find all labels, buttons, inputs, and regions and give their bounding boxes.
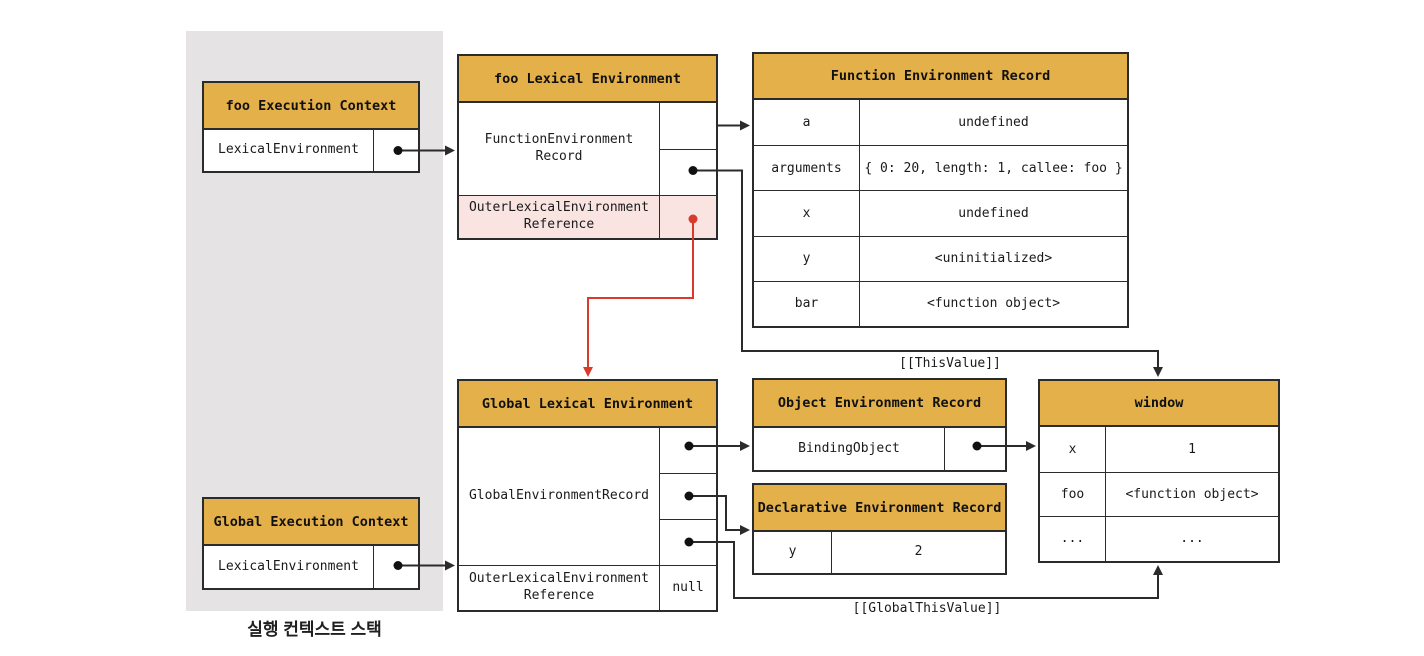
gle-outer-reference-line1: OuterLexicalEnvironment: [468, 571, 649, 587]
binding-object-cell: BindingObject: [754, 428, 944, 470]
foo-le-pointer-cell-2: [659, 149, 716, 195]
global-environment-record-label-cell: GlobalEnvironmentRecord: [459, 428, 659, 565]
foo-lexical-environment-box: foo Lexical Environment FunctionEnvironm…: [457, 54, 718, 240]
object-environment-record-title: Object Environment Record: [754, 380, 1005, 428]
global-this-value-label: [[GlobalThisValue]]: [852, 601, 1002, 616]
declarative-environment-record-box: Declarative Environment Record y 2: [752, 483, 1007, 575]
foo-le-outer-reference-line1: OuterLexicalEnvironment: [468, 200, 649, 216]
object-environment-record-box: Object Environment Record BindingObject: [752, 378, 1007, 472]
global-lexical-environment-title: Global Lexical Environment: [459, 381, 716, 428]
global-ec-lexical-environment-cell: LexicalEnvironment: [204, 546, 373, 588]
foo-execution-context-title: foo Execution Context: [204, 83, 418, 130]
function-environment-record-label-cell: FunctionEnvironment Record: [459, 103, 659, 195]
fer-row-value: undefined: [859, 100, 1127, 146]
window-row-name: ...: [1040, 516, 1105, 561]
fer-row-value: <uninitialized>: [859, 235, 1127, 281]
window-row-name: foo: [1040, 471, 1105, 517]
global-lexical-environment-box: Global Lexical Environment GlobalEnviron…: [457, 379, 718, 612]
global-ec-pointer-cell: [373, 546, 418, 588]
fer-row-value: { 0: 20, length: 1, callee: foo }: [859, 145, 1127, 191]
foo-ec-lexical-environment-cell: LexicalEnvironment: [204, 130, 373, 171]
window-row-value: <function object>: [1105, 471, 1278, 517]
stack-caption: 실행 컨텍스트 스택: [247, 620, 382, 639]
oer-pointer-cell: [944, 428, 1005, 470]
arrow-outer-reference-to-gle: [583, 219, 694, 377]
window-row-name: x: [1040, 427, 1105, 472]
foo-ec-pointer-cell: [373, 130, 418, 171]
foo-lexical-environment-title: foo Lexical Environment: [459, 56, 716, 103]
fer-row-value: <function object>: [859, 280, 1127, 326]
fer-row-name: arguments: [754, 145, 859, 191]
gle-outer-null-cell: null: [659, 565, 716, 610]
der-row-value: 2: [831, 532, 1005, 573]
der-row-name: y: [754, 532, 831, 573]
window-object-table: x 1 foo <function object> ... ...: [1040, 427, 1278, 561]
declarative-environment-record-title: Declarative Environment Record: [754, 485, 1005, 532]
function-environment-record-label-line1: FunctionEnvironment: [484, 132, 634, 148]
gle-pointer-cell-2: [659, 473, 716, 519]
window-row-value: 1: [1105, 427, 1278, 472]
gle-outer-reference-line2: Reference: [523, 588, 595, 603]
gle-pointer-cell-1: [659, 428, 716, 473]
gle-outer-reference-cell: OuterLexicalEnvironment Reference: [459, 565, 659, 610]
foo-execution-context-box: foo Execution Context LexicalEnvironment: [202, 81, 420, 173]
function-environment-record-label-line2: Record: [535, 149, 583, 164]
fer-row-name: a: [754, 100, 859, 146]
function-environment-record-table: a undefined arguments { 0: 20, length: 1…: [754, 100, 1127, 326]
foo-le-pointer-cell-1: [659, 103, 716, 149]
gle-pointer-cell-3: [659, 519, 716, 565]
window-object-box: window x 1 foo <function object> ... ...: [1038, 379, 1280, 563]
window-object-title: window: [1040, 381, 1278, 427]
fer-row-value: undefined: [859, 190, 1127, 236]
window-row-value: ...: [1105, 516, 1278, 561]
foo-le-outer-reference-line2: Reference: [523, 217, 595, 232]
foo-le-outer-pointer-cell: [659, 195, 716, 238]
foo-le-outer-reference-cell: OuterLexicalEnvironment Reference: [459, 195, 659, 238]
function-environment-record-box: Function Environment Record a undefined …: [752, 52, 1129, 328]
global-execution-context-box: Global Execution Context LexicalEnvironm…: [202, 497, 420, 590]
fer-row-name: y: [754, 235, 859, 281]
this-value-label: [[ThisValue]]: [899, 356, 1001, 371]
global-execution-context-title: Global Execution Context: [204, 499, 418, 546]
fer-row-name: x: [754, 190, 859, 236]
fer-row-name: bar: [754, 280, 859, 326]
function-environment-record-title: Function Environment Record: [754, 54, 1127, 100]
